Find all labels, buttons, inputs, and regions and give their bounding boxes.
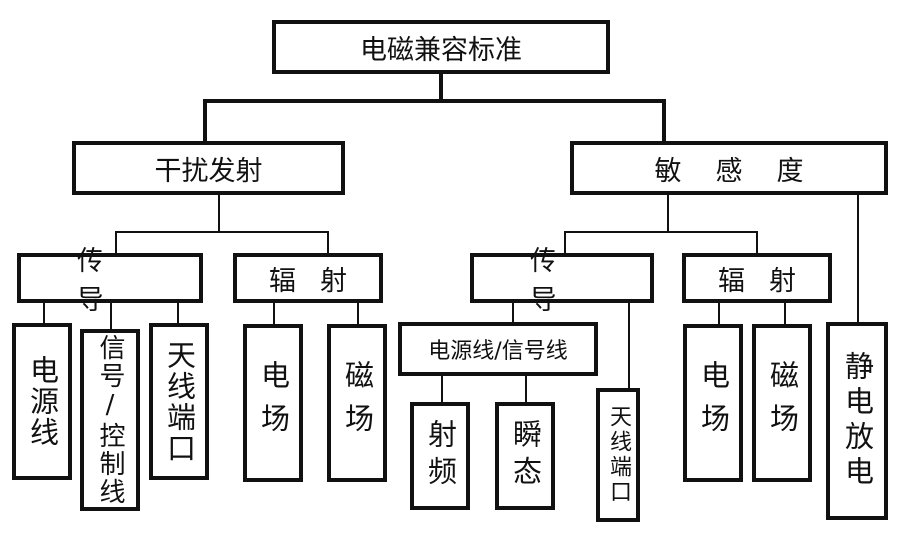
- leaf-label: 射频: [423, 419, 458, 493]
- susceptibility-conducted-label: 传导: [530, 246, 613, 316]
- connector: [628, 302, 630, 390]
- leaf-label: 磁场: [340, 360, 375, 446]
- leaf-label: 磁场: [765, 360, 800, 446]
- susceptibility-node: 敏感度: [570, 141, 888, 195]
- connector: [857, 194, 859, 324]
- emission-radiated-node: 辐射: [233, 253, 383, 303]
- leaf-label: 电场: [256, 360, 291, 446]
- leaf-electric-field: 电场: [243, 324, 303, 482]
- connector: [784, 302, 786, 326]
- emission-node: 干扰发射: [72, 141, 345, 195]
- root-label: 电磁兼容标准: [360, 34, 522, 66]
- leaf-label: 瞬态: [508, 419, 543, 493]
- leaf-label: 静电放电: [840, 351, 875, 491]
- leaf-rf: 射频: [410, 402, 470, 510]
- susceptibility-label: 敏感度: [654, 155, 838, 187]
- connector: [43, 301, 45, 325]
- leaf-label: 电源线: [25, 355, 60, 448]
- leaf-label: 信号/控制线: [95, 334, 125, 506]
- connector: [203, 99, 666, 103]
- connector: [273, 302, 275, 326]
- susceptibility-radiated-label: 辐射: [718, 265, 820, 297]
- leaf-label: 天线端口: [162, 339, 197, 464]
- power-signal-line-label: 电源线/信号线: [428, 339, 568, 364]
- leaf-signal-control-line: 信号/控制线: [80, 329, 140, 511]
- connector: [218, 194, 220, 232]
- leaf-label: 天线端口: [606, 405, 631, 505]
- connector: [662, 99, 666, 143]
- emission-label: 干扰发射: [154, 155, 263, 187]
- connector: [110, 301, 112, 331]
- leaf-antenna-port-susceptibility: 天线端口: [596, 388, 640, 522]
- emission-conducted-node: 传导: [17, 246, 203, 316]
- connector: [512, 302, 514, 324]
- susceptibility-radiated-node: 辐射: [682, 253, 832, 303]
- emission-conducted-label: 传导: [77, 246, 160, 316]
- connector: [525, 374, 527, 404]
- leaf-esd: 静电放电: [826, 322, 888, 520]
- leaf-transient: 瞬态: [495, 402, 555, 510]
- connector: [441, 374, 443, 404]
- connector: [564, 231, 758, 233]
- connector: [177, 301, 179, 325]
- connector: [756, 231, 758, 255]
- connector: [564, 231, 566, 255]
- susceptibility-conducted-node: 传导: [470, 246, 654, 316]
- leaf-magnetic-field: 磁场: [327, 324, 387, 482]
- connector: [357, 302, 359, 326]
- power-signal-line-node: 电源线/信号线: [398, 322, 598, 376]
- connector: [327, 231, 329, 255]
- leaf-antenna-port: 天线端口: [149, 323, 209, 480]
- connector: [667, 194, 669, 232]
- connector: [718, 302, 720, 326]
- connector: [203, 99, 207, 143]
- leaf-label: 电场: [696, 360, 731, 446]
- connector: [439, 72, 443, 102]
- leaf-electric-field-susceptibility: 电场: [683, 324, 743, 482]
- leaf-magnetic-field-susceptibility: 磁场: [752, 324, 812, 482]
- emission-radiated-label: 辐射: [269, 265, 371, 297]
- leaf-power-line: 电源线: [12, 323, 72, 480]
- connector: [115, 231, 329, 233]
- root-node: 电磁兼容标准: [272, 20, 610, 74]
- connector: [115, 231, 117, 255]
